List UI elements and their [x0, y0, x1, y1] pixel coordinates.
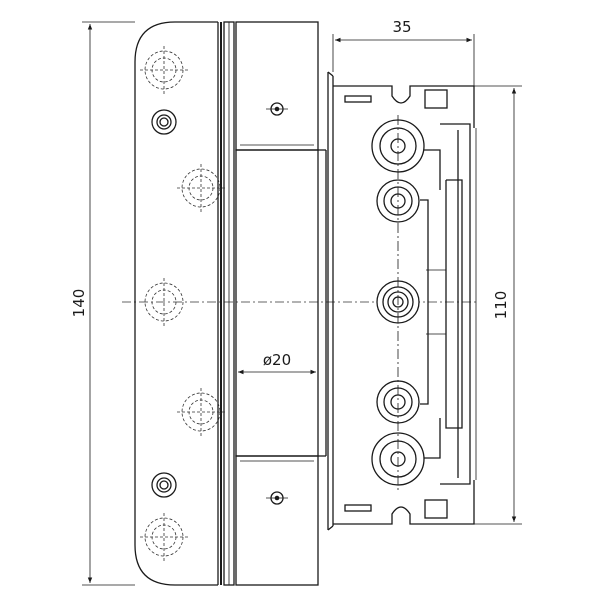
leaf-screw-hole	[151, 109, 177, 135]
bracket-width-label: 35	[392, 18, 411, 36]
hidden-screw	[140, 513, 188, 561]
leaf-screw-hole	[151, 472, 177, 498]
door-leaf	[134, 21, 235, 586]
hidden-screw	[140, 46, 188, 94]
dimension-total-height: 140	[70, 21, 135, 586]
hidden-screw	[177, 164, 225, 212]
hinge-barrel	[235, 21, 327, 586]
bracket-height-label: 110	[492, 291, 510, 320]
hidden-screw	[144, 278, 184, 326]
frame-bracket	[327, 71, 477, 531]
dimension-bracket-height: 110	[474, 85, 522, 525]
barrel-diameter-label: ø20	[263, 351, 291, 369]
hidden-screw	[177, 388, 225, 436]
barrel-set-screw	[266, 102, 288, 116]
total-height-label: 140	[70, 289, 88, 318]
barrel-set-screw	[266, 491, 288, 505]
dimension-barrel-diameter: ø20	[238, 351, 316, 375]
dimension-bracket-width: 35	[332, 18, 475, 86]
